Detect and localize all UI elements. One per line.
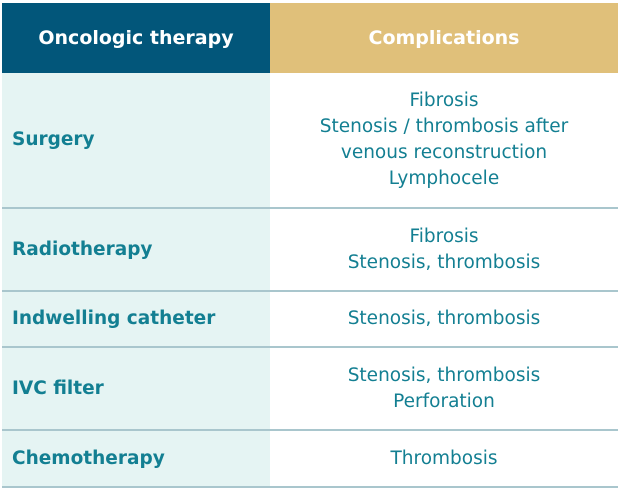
complication-item: Stenosis / thrombosis after [319, 116, 569, 137]
therapy-cell: Surgery [2, 73, 270, 209]
complications-cell: Stenosis, thrombosis [270, 291, 618, 348]
complication-item: venous reconstruction [340, 142, 548, 163]
therapy-cell: Indwelling catheter [2, 291, 270, 348]
header-row: Oncologic therapy Complications [2, 3, 618, 73]
therapy-cell: Chemotherapy [2, 430, 270, 488]
table-row: Indwelling catheter Stenosis, thrombosis [2, 291, 618, 348]
complication-item: Lymphocele [388, 168, 500, 189]
complication-item: Thrombosis [390, 447, 498, 469]
header-complications: Complications [270, 3, 618, 73]
complication-item: Fibrosis [409, 225, 479, 247]
therapy-cell: IVC filter [2, 347, 270, 431]
complication-item: Stenosis, thrombosis [347, 364, 541, 386]
therapy-cell: Radiotherapy [2, 208, 270, 292]
complication-item: Stenosis, thrombosis [347, 251, 541, 273]
complication-item: Fibrosis [409, 90, 479, 111]
table-row: Chemotherapy Thrombosis [2, 430, 618, 488]
header-oncologic-therapy: Oncologic therapy [2, 3, 270, 73]
complications-cell: Thrombosis [270, 430, 618, 488]
complication-item: Stenosis, thrombosis [347, 308, 541, 329]
complication-item: Perforation [393, 390, 495, 412]
